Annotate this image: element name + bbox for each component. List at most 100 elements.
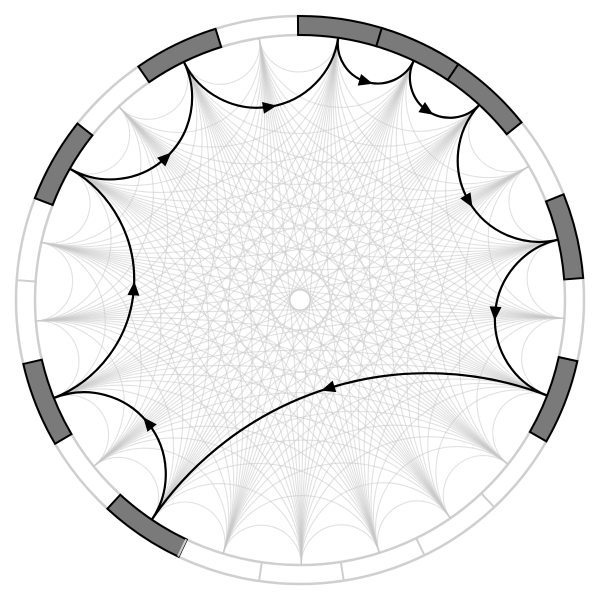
background-chord xyxy=(222,37,339,554)
background-chord xyxy=(41,241,451,519)
background-chord xyxy=(69,168,162,467)
background-chord xyxy=(258,37,339,73)
background-chord xyxy=(183,61,253,554)
background-chord xyxy=(427,317,565,519)
arrow-icon xyxy=(357,74,373,86)
background-chord xyxy=(336,37,480,132)
background-chord xyxy=(258,38,530,192)
background-chord xyxy=(151,462,380,553)
background-chord xyxy=(118,37,339,148)
background-chord xyxy=(69,168,302,566)
background-chord xyxy=(53,60,415,399)
ring-divider xyxy=(177,538,188,557)
background-chord xyxy=(41,239,559,271)
background-chord xyxy=(363,165,530,553)
background-chord xyxy=(300,165,530,566)
background-chord xyxy=(222,462,451,554)
background-chord xyxy=(53,349,548,399)
background-chord xyxy=(442,455,509,519)
background-chord xyxy=(335,37,559,246)
background-chord xyxy=(35,37,339,322)
background-chord xyxy=(35,241,74,322)
background-chord xyxy=(53,106,169,399)
background-chord xyxy=(300,104,480,566)
highlighted-node-segment xyxy=(446,62,523,136)
background-chord xyxy=(53,388,230,554)
background-chord xyxy=(521,317,565,397)
background-chord xyxy=(330,37,451,519)
highlighted-node-segment xyxy=(136,27,223,84)
background-chord xyxy=(183,38,261,85)
background-chord xyxy=(53,104,480,399)
background-chord xyxy=(508,165,559,242)
background-chord xyxy=(325,37,380,553)
ring-divider xyxy=(339,561,345,581)
background-chord xyxy=(438,165,530,465)
background-chord xyxy=(406,165,530,519)
background-chord xyxy=(118,38,261,134)
background-chord xyxy=(300,524,380,566)
background-chord xyxy=(300,60,415,566)
background-chord xyxy=(69,106,131,175)
background-chord xyxy=(41,241,184,520)
background-chord xyxy=(375,446,509,553)
background-chord xyxy=(69,168,380,553)
background-chord xyxy=(151,501,226,554)
background-chord xyxy=(35,316,548,397)
background-chord xyxy=(41,241,142,467)
arrow-icon xyxy=(127,281,140,296)
background-chord xyxy=(151,483,302,566)
background-chord xyxy=(476,317,565,465)
background-chord xyxy=(35,318,509,465)
background-chord xyxy=(347,60,415,553)
arrow-icon xyxy=(321,380,337,393)
background-chord xyxy=(118,60,415,165)
background-chord xyxy=(492,392,548,465)
background-chord xyxy=(41,168,91,244)
background-chord xyxy=(151,239,559,520)
arrow-icon xyxy=(460,192,473,208)
background-chord xyxy=(183,60,415,134)
background-chord xyxy=(222,524,302,566)
background-chord xyxy=(69,168,451,519)
background-chord xyxy=(41,241,106,399)
background-chords xyxy=(35,37,565,566)
background-chord xyxy=(300,436,509,566)
background-chord xyxy=(35,168,112,322)
background-chord xyxy=(357,104,480,553)
background-chord xyxy=(35,104,480,322)
background-chord xyxy=(381,60,509,465)
background-chord xyxy=(417,239,559,519)
highlighted-path-chords xyxy=(53,37,559,521)
background-chord xyxy=(391,104,480,519)
ring-divider xyxy=(258,562,263,582)
highlighted-node-segment xyxy=(105,493,189,559)
ring-divider xyxy=(415,537,426,556)
background-chord xyxy=(41,241,509,465)
background-chord xyxy=(183,61,509,465)
background-chord xyxy=(93,437,302,566)
background-chord xyxy=(300,239,559,566)
background-chord xyxy=(41,38,262,248)
background-chord xyxy=(53,373,451,519)
background-chord xyxy=(151,37,339,520)
arrow-icon xyxy=(143,417,157,432)
background-chord xyxy=(35,319,380,553)
background-chord xyxy=(334,37,548,397)
background-chord xyxy=(222,239,559,554)
background-chord xyxy=(35,320,232,554)
background-chord xyxy=(526,239,565,320)
background-chord xyxy=(465,165,548,397)
background-chord xyxy=(53,380,380,553)
background-chord xyxy=(93,447,228,554)
background-chord xyxy=(93,61,219,467)
background-chord xyxy=(222,378,548,554)
ring-divider xyxy=(16,279,36,283)
background-chord xyxy=(395,60,565,320)
background-chord xyxy=(183,61,480,164)
background-chord xyxy=(468,104,530,173)
background-chord xyxy=(222,424,509,554)
background-chord xyxy=(400,60,559,244)
background-chord xyxy=(405,60,530,179)
